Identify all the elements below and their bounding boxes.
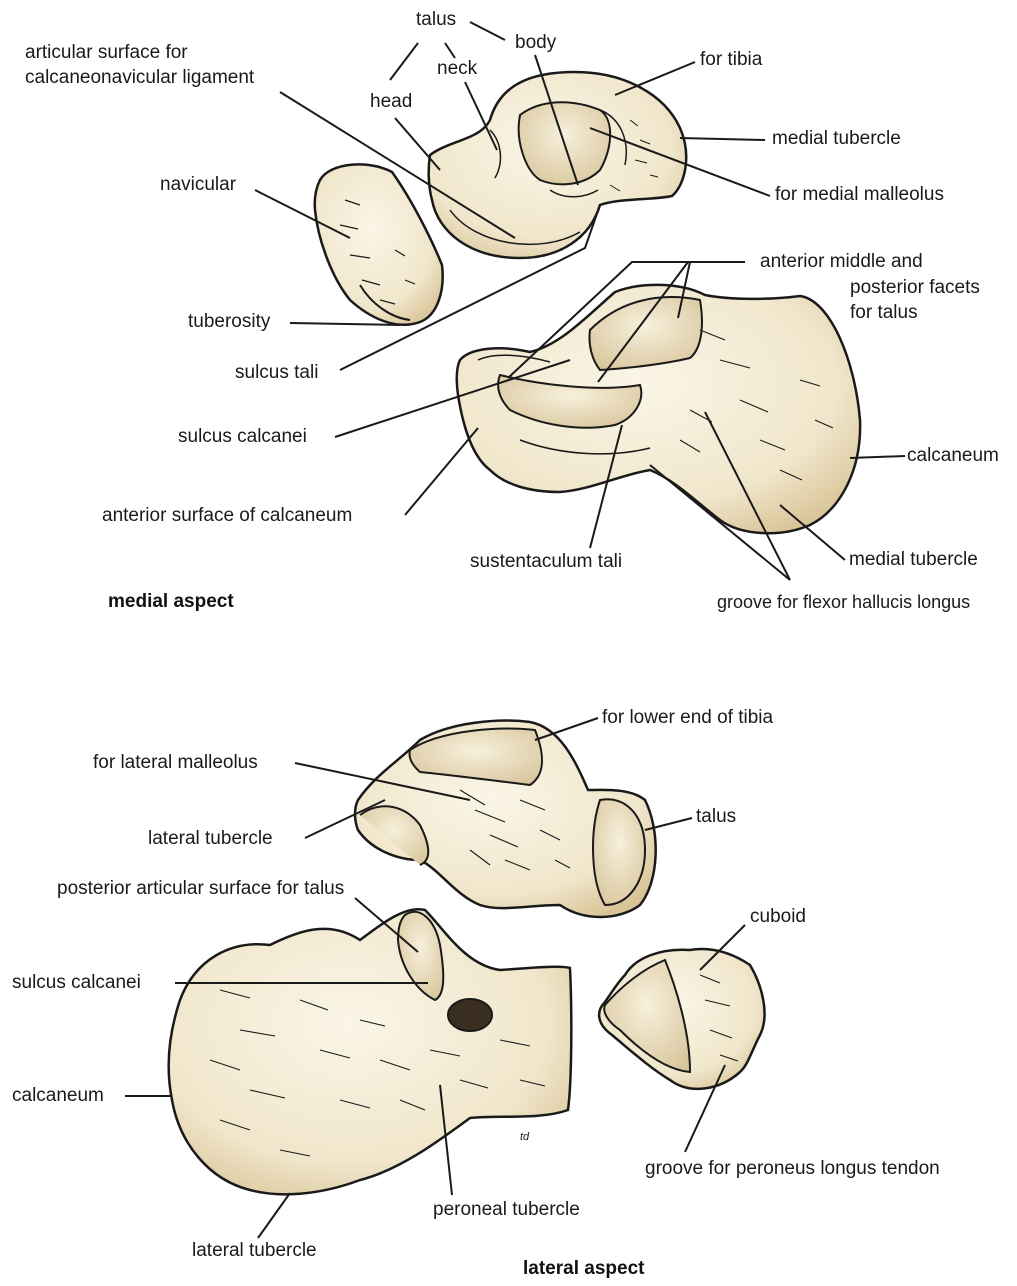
label-neck: neck — [437, 58, 477, 80]
label-lateral-malleolus: for lateral malleolus — [93, 752, 258, 774]
label-sulcus-calcanei-lateral: sulcus calcanei — [12, 972, 141, 994]
caption-lateral-aspect: lateral aspect — [523, 1258, 644, 1280]
label-sustentaculum: sustentaculum tali — [470, 551, 622, 573]
label-articular-surface-1: articular surface for — [25, 42, 188, 64]
talus-lateral — [355, 721, 656, 917]
label-lateral-tubercle-calc: lateral tubercle — [192, 1240, 317, 1262]
label-sulcus-calcanei-medial: sulcus calcanei — [178, 426, 307, 448]
label-navicular: navicular — [160, 174, 236, 196]
leader-talus-head — [390, 43, 418, 80]
cuboid-bone — [599, 949, 764, 1089]
label-facets-2: posterior facets — [850, 277, 980, 299]
label-tuberosity: tuberosity — [188, 311, 270, 333]
leader-head — [395, 118, 440, 170]
label-facets-1: anterior middle and — [760, 251, 923, 273]
artist-signature: td — [520, 1131, 530, 1143]
label-calcaneum-lateral: calcaneum — [12, 1085, 104, 1107]
label-for-tibia: for tibia — [700, 49, 762, 71]
calcaneum-lateral — [169, 909, 572, 1194]
label-head: head — [370, 91, 412, 113]
leader-medial-tubercle-talus — [680, 138, 765, 140]
label-body: body — [515, 32, 556, 54]
label-facets-3: for talus — [850, 302, 918, 324]
leader-for-tibia — [615, 62, 695, 95]
leader-anterior-surface — [405, 428, 478, 515]
label-cuboid: cuboid — [750, 906, 806, 928]
caption-medial-aspect: medial aspect — [108, 591, 234, 613]
label-talus-lateral: talus — [696, 806, 736, 828]
talus-medial — [429, 72, 686, 258]
label-articular-surface-2: calcaneonavicular ligament — [25, 67, 254, 89]
label-talus-medial: talus — [416, 9, 456, 31]
label-lower-end-tibia: for lower end of tibia — [602, 707, 773, 729]
label-peroneal-tubercle: peroneal tubercle — [433, 1199, 580, 1221]
label-anterior-surface: anterior surface of calcaneum — [102, 505, 352, 527]
label-sulcus-tali: sulcus tali — [235, 362, 318, 384]
label-groove-fhl: groove for flexor hallucis longus — [717, 591, 970, 613]
label-for-medial-malleolus: for medial malleolus — [775, 184, 944, 206]
calcaneum-medial — [457, 285, 860, 533]
leader-talus-neck — [445, 43, 455, 58]
label-medial-tubercle-calc: medial tubercle — [849, 549, 978, 571]
label-lateral-tubercle-talus: lateral tubercle — [148, 828, 273, 850]
leader-lateral-tubercle-calc — [258, 1193, 290, 1238]
label-calcaneum-medial: calcaneum — [907, 445, 999, 467]
label-posterior-articular: posterior articular surface for talus — [57, 878, 344, 900]
label-groove-peroneus: groove for peroneus longus tendon — [645, 1158, 940, 1180]
leader-tuberosity — [290, 323, 400, 325]
label-medial-tubercle-talus: medial tubercle — [772, 128, 901, 150]
leader-talus-body — [470, 22, 505, 40]
navicular-bone — [315, 164, 443, 324]
